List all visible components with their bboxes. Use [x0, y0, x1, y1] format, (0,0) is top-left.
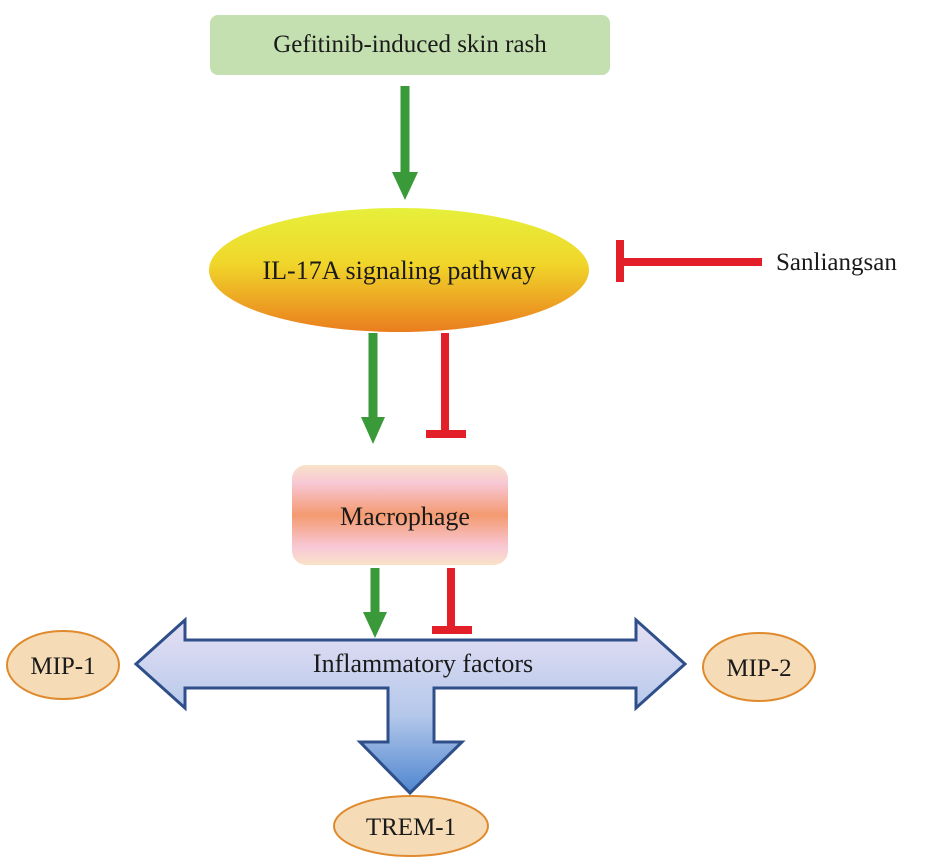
- mip2-node: MIP-2: [702, 632, 816, 702]
- inflammatory-factors-label: Inflammatory factors: [313, 649, 533, 678]
- pathway-label: IL-17A signaling pathway: [263, 256, 536, 285]
- arrow-macrophage-to-factors: [363, 568, 387, 638]
- trem1-label: TREM-1: [366, 814, 456, 841]
- inhibit-pathway-to-macrophage: [426, 333, 466, 438]
- sanliangsan-inhibition: [616, 240, 762, 282]
- macrophage-node: Macrophage: [292, 465, 508, 565]
- sanliangsan-label: Sanliangsan: [776, 249, 897, 276]
- inhibit-macrophage-to-factors: [432, 568, 472, 634]
- trem1-node: TREM-1: [333, 795, 489, 857]
- rash-node: Gefitinib-induced skin rash: [210, 15, 610, 75]
- arrow-rash-to-pathway: [392, 86, 418, 200]
- pathway-node: IL-17A signaling pathway: [209, 208, 589, 332]
- mip1-node: MIP-1: [6, 630, 120, 700]
- arrow-pathway-to-macrophage: [361, 333, 385, 444]
- rash-label: Gefitinib-induced skin rash: [273, 31, 547, 58]
- macrophage-label: Macrophage: [340, 502, 470, 531]
- inflammatory-factors-arrow: Inflammatory factors: [133, 616, 688, 796]
- mip1-label: MIP-1: [30, 653, 95, 680]
- mip2-label: MIP-2: [726, 655, 791, 682]
